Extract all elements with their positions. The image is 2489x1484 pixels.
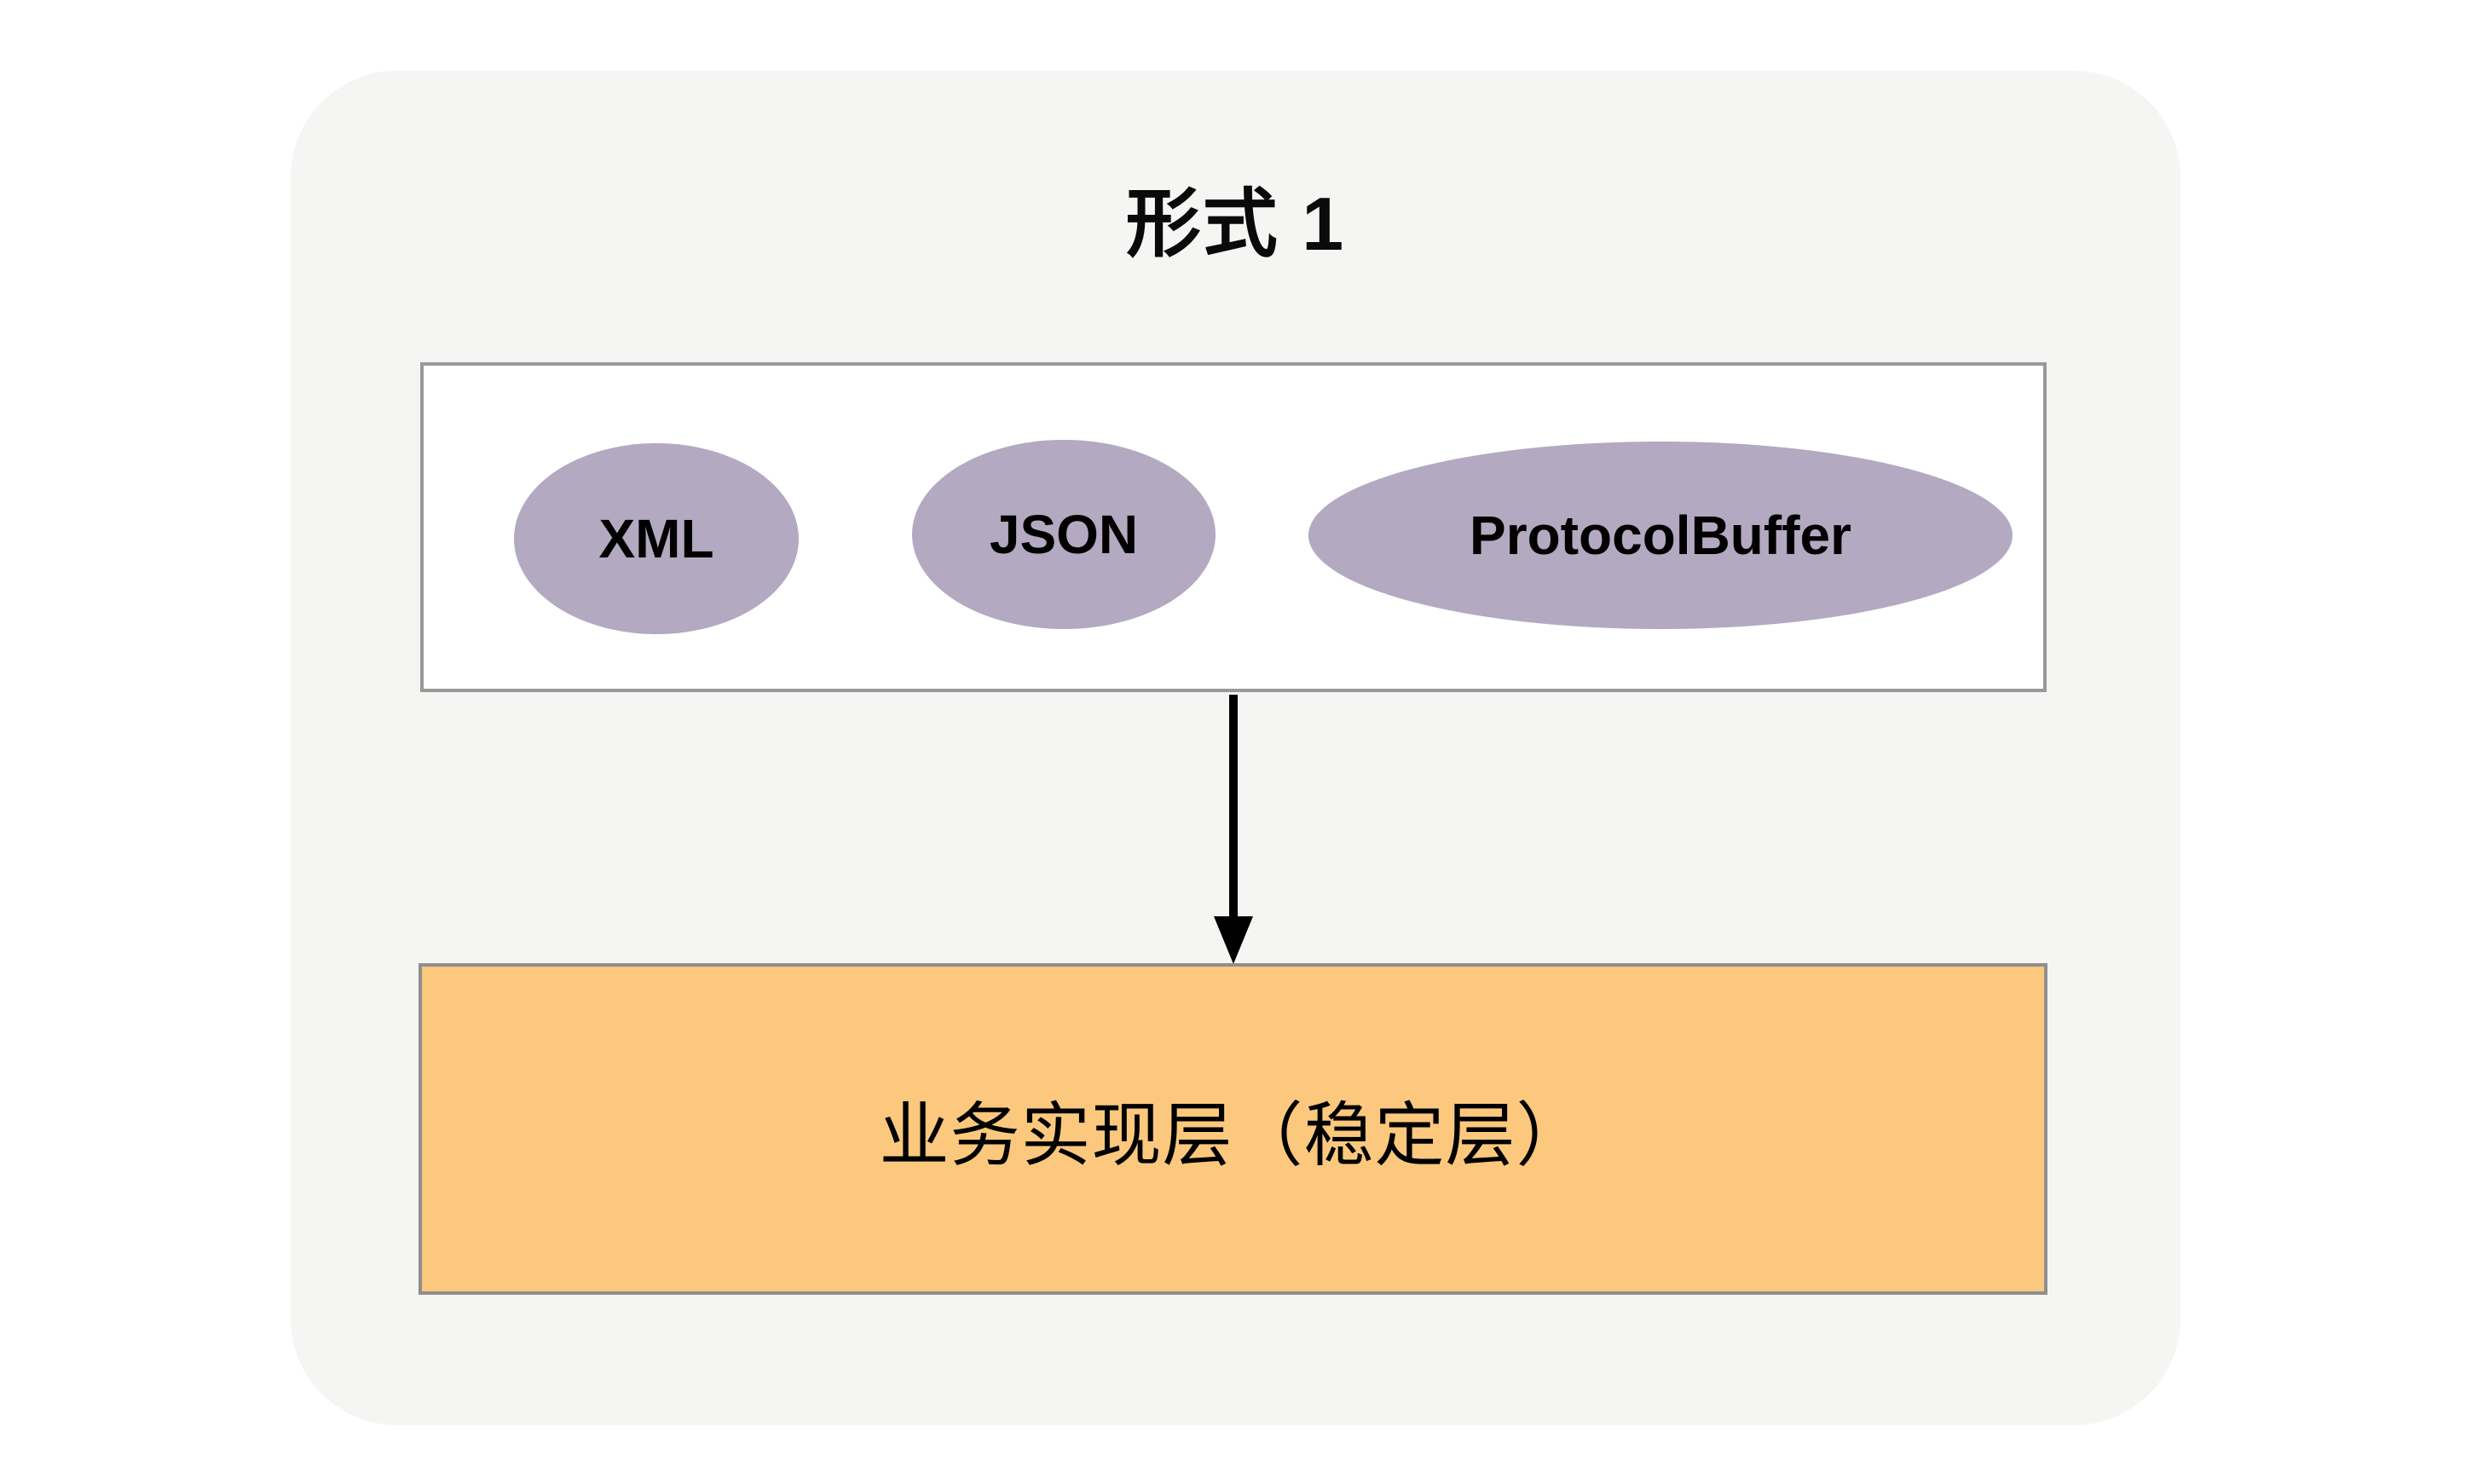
down-arrow-head-icon [1214, 916, 1253, 964]
diagram-title: 形式 1 [1125, 182, 1346, 266]
down-arrow-shaft [1229, 695, 1238, 918]
business-layer-label: 业务实现层（稳定层） [879, 1097, 1587, 1175]
format-ellipse-xml: XML [514, 443, 799, 634]
business-layer-box: 业务实现层（稳定层） [419, 963, 2047, 1295]
format-ellipse-json: JSON [912, 440, 1216, 629]
format-ellipse-protocolbuffer: ProtocolBuffer [1308, 442, 2013, 629]
serialization-formats-box: XML JSON ProtocolBuffer [420, 362, 2047, 692]
